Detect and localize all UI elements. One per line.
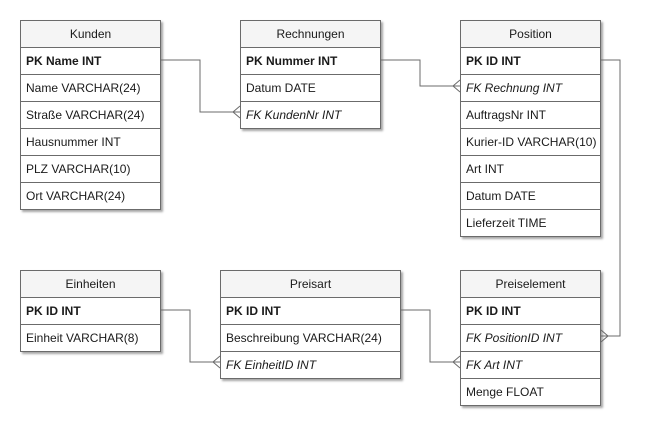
preisart-beschreibung: Beschreibung VARCHAR(24) xyxy=(221,325,400,352)
rechnungen-pk-nummer: PK Nummer INT xyxy=(241,48,380,75)
kunden-strasse: Straße VARCHAR(24) xyxy=(21,102,160,129)
position-fk-rechnung: FK Rechnung INT xyxy=(461,75,600,102)
relation-preisart-preiselement xyxy=(401,309,460,363)
table-position[interactable]: Position PK ID INT FK Rechnung INT Auftr… xyxy=(460,20,601,237)
relation-rechnungen-position xyxy=(381,59,460,87)
table-position-title: Position xyxy=(461,21,600,48)
table-preiselement-title: Preiselement xyxy=(461,271,600,298)
einheiten-pk-id: PK ID INT xyxy=(21,298,160,325)
crowfoot-position-rechnung xyxy=(452,79,461,93)
position-art: Art INT xyxy=(461,156,600,183)
preiselement-pk-id: PK ID INT xyxy=(461,298,600,325)
table-rechnungen[interactable]: Rechnungen PK Nummer INT Datum DATE FK K… xyxy=(240,20,381,129)
position-kurier-id: Kurier-ID VARCHAR(10) xyxy=(461,129,600,156)
crowfoot-preisart-einheitid xyxy=(212,355,221,369)
rechnungen-datum: Datum DATE xyxy=(241,75,380,102)
position-lieferzeit: Lieferzeit TIME xyxy=(466,216,547,230)
table-einheiten-title: Einheiten xyxy=(21,271,160,298)
relation-einheiten-preisart xyxy=(161,309,220,363)
preisart-pk-id: PK ID INT xyxy=(221,298,400,325)
kunden-ort: Ort VARCHAR(24) xyxy=(26,189,126,203)
preiselement-fk-art: FK Art INT xyxy=(461,352,600,379)
crowfoot-preiselement-art xyxy=(452,355,461,369)
position-datum: Datum DATE xyxy=(461,183,600,210)
position-auftragsnr: AuftragsNr INT xyxy=(461,102,600,129)
table-einheiten[interactable]: Einheiten PK ID INT Einheit VARCHAR(8) xyxy=(20,270,161,352)
table-kunden[interactable]: Kunden PK Name INT Name VARCHAR(24) Stra… xyxy=(20,20,161,210)
table-preisart-title: Preisart xyxy=(221,271,400,298)
preisart-fk-einheitid: FK EinheitID INT xyxy=(226,358,317,372)
kunden-plz: PLZ VARCHAR(10) xyxy=(21,156,160,183)
kunden-pk-name: PK Name INT xyxy=(21,48,160,75)
preiselement-fk-positionid: FK PositionID INT xyxy=(461,325,600,352)
relation-kunden-rechnungen xyxy=(161,59,240,113)
preiselement-menge: Menge FLOAT xyxy=(466,385,544,399)
table-rechnungen-title: Rechnungen xyxy=(241,21,380,48)
rechnungen-fk-kundennr: FK KundenNr INT xyxy=(246,108,342,122)
kunden-hausnummer: Hausnummer INT xyxy=(21,129,160,156)
kunden-name: Name VARCHAR(24) xyxy=(21,75,160,102)
crowfoot-rechnungen-kundennr xyxy=(232,105,241,119)
position-pk-id: PK ID INT xyxy=(461,48,600,75)
table-kunden-title: Kunden xyxy=(21,21,160,48)
table-preiselement[interactable]: Preiselement PK ID INT FK PositionID INT… xyxy=(460,270,601,406)
einheiten-einheit: Einheit VARCHAR(8) xyxy=(26,331,139,345)
crowfoot-preiselement-positionid xyxy=(600,329,609,343)
table-preisart[interactable]: Preisart PK ID INT Beschreibung VARCHAR(… xyxy=(220,270,401,379)
relation-position-preiselement xyxy=(601,59,621,337)
